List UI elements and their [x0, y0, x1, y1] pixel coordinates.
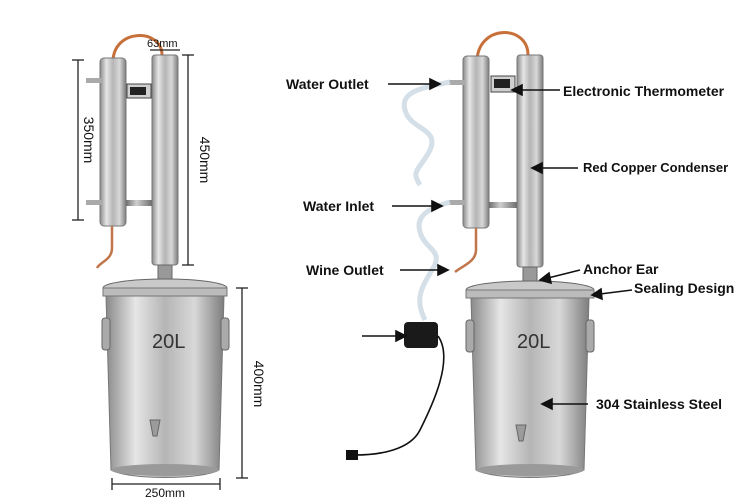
electronic-thermometer-label: Electronic Thermometer	[563, 83, 725, 99]
anchor-ear-label: Anchor Ear	[583, 261, 659, 277]
red-copper-condenser-label: Red Copper Condenser	[583, 160, 729, 175]
barrel-capacity-marking: 20L	[152, 331, 186, 353]
stainless-steel-label: 304 Stainless Steel	[596, 396, 723, 412]
barrel-diameter-label: 250mm	[145, 486, 186, 500]
callout-arrows	[362, 77, 633, 411]
wine-outlet-label: Wine Outlet	[306, 262, 384, 278]
right-distiller	[346, 31, 595, 478]
dimension-lines	[72, 49, 248, 490]
barrel-height-label: 400mm	[251, 360, 267, 408]
water-outlet-label: Water Outlet	[286, 76, 369, 92]
condenser-height-label: 350mm	[81, 116, 97, 164]
sealing-design-label: Sealing Design	[634, 280, 735, 296]
top-diameter-label: 63mm	[147, 38, 178, 50]
barrel-capacity-marking: 20L	[517, 331, 551, 353]
water-inlet-label: Water Inlet	[303, 198, 375, 214]
column-height-label: 450mm	[197, 136, 213, 184]
left-distiller	[86, 34, 230, 478]
